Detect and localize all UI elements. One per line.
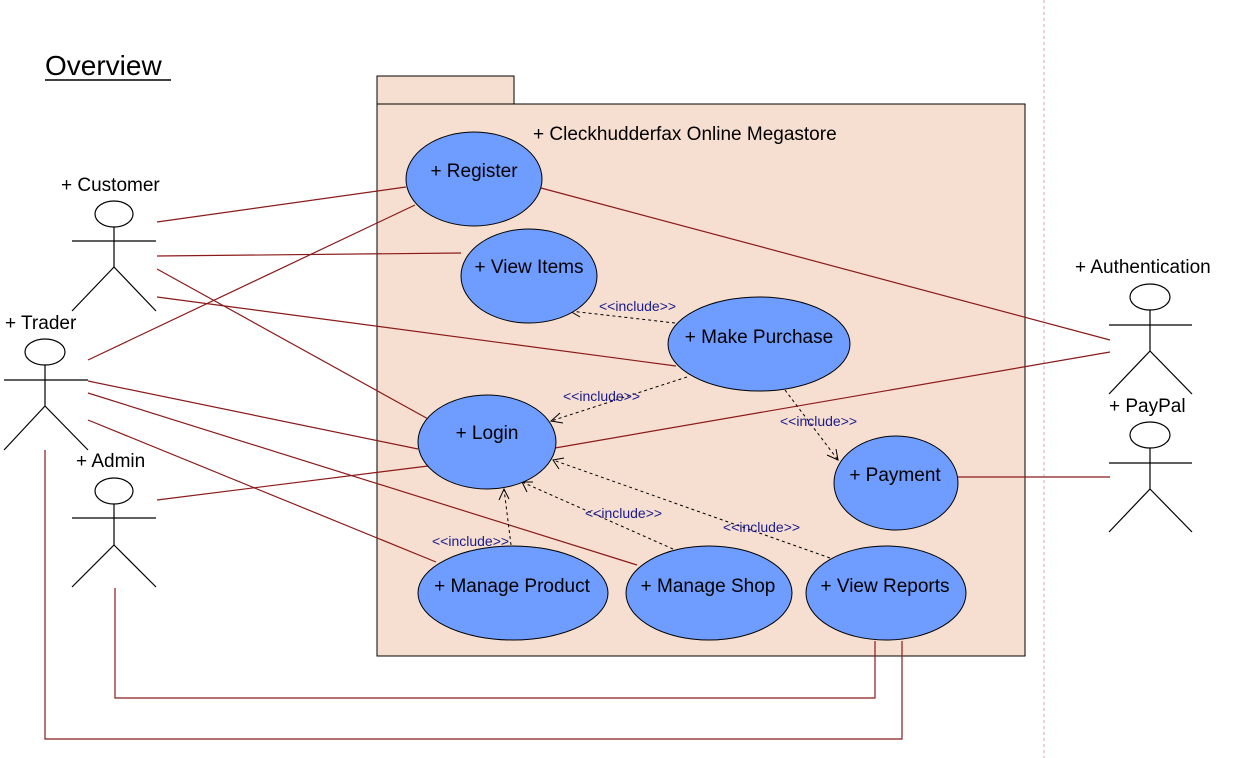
use-case-ellipse[interactable] [667, 296, 851, 392]
actor-customer[interactable]: + Customer [61, 175, 160, 312]
use-case-ellipse[interactable] [625, 545, 793, 641]
arrowhead [552, 457, 565, 470]
use-case-payment[interactable]: + Payment [833, 435, 959, 531]
use-case-label: + Payment [849, 465, 941, 486]
use-case-label: + Register [430, 161, 518, 182]
include-label: <<include>> [780, 413, 857, 429]
page-title: Overview [45, 50, 162, 81]
actor-head [1129, 283, 1171, 311]
assoc-admin-view-reports [114, 588, 876, 699]
actor-label: + Authentication [1075, 257, 1211, 278]
actor-leg-right [1149, 350, 1193, 395]
actor-leg-right [1149, 488, 1193, 533]
actor-leg-left [1108, 350, 1151, 395]
use-case-label: + Make Purchase [685, 327, 833, 348]
actor-head [94, 477, 134, 505]
actor-head [1129, 421, 1171, 449]
actor-head [94, 200, 134, 228]
use-case-register[interactable]: + Register [405, 131, 543, 227]
actor-label: + Customer [61, 175, 160, 196]
assoc-admin-login [156, 465, 429, 501]
assoc-customer-make-purchase [156, 296, 677, 367]
include-dependencies [498, 305, 839, 559]
use-case-ellipse[interactable] [417, 394, 557, 490]
include-labels: <<include>> <<include>> <<include>> <<in… [432, 298, 857, 549]
actor-leg-right [113, 544, 157, 588]
include-label: <<include>> [585, 505, 662, 521]
assoc-register-authentication [540, 187, 1111, 341]
actor-label: + PayPal [1109, 396, 1186, 417]
actor-leg-left [3, 405, 46, 451]
system-name: + Cleckhudderfax Online Megastore [533, 124, 837, 145]
assoc-trader-login [87, 380, 419, 450]
actor-leg-right [44, 405, 89, 451]
package-tab [376, 75, 515, 105]
use-case-label: + Manage Product [434, 576, 591, 597]
use-case-label: + Login [456, 423, 519, 444]
use-case-login[interactable]: + Login [417, 394, 557, 490]
actor-leg-right [113, 266, 157, 312]
actor-paypal[interactable]: + PayPal [1108, 396, 1193, 533]
assoc-customer-view-items [156, 252, 462, 257]
actor-trader[interactable]: + Trader [3, 313, 89, 451]
use-case-ellipse[interactable] [805, 545, 967, 641]
actor-label: + Admin [76, 451, 145, 472]
include-makepurchase-payment [784, 389, 839, 461]
actor-admin[interactable]: + Admin [71, 451, 157, 588]
include-label: <<include>> [563, 388, 640, 404]
actor-leg-left [1108, 488, 1151, 533]
actor-leg-left [71, 544, 115, 588]
use-case-label: + Manage Shop [641, 576, 776, 597]
assoc-trader-view-reports [44, 450, 903, 740]
arrowhead [498, 487, 510, 501]
include-label: <<include>> [723, 519, 800, 535]
use-case-ellipse[interactable] [405, 131, 543, 227]
arrowhead [549, 412, 564, 424]
use-case-label: + View Items [475, 257, 584, 278]
actor-authentication[interactable]: + Authentication [1075, 257, 1211, 395]
assoc-trader-manage-shop [87, 392, 638, 566]
assoc-customer-register [156, 186, 407, 223]
use-case-make-purchase[interactable]: + Make Purchase [667, 296, 851, 392]
actor-head [24, 338, 66, 366]
use-case-label: + View Reports [820, 576, 949, 597]
use-case-view-reports[interactable]: + View Reports [805, 545, 967, 641]
actor-leg-left [71, 266, 115, 312]
assoc-trader-register [87, 204, 416, 361]
assoc-customer-login [156, 268, 431, 421]
use-case-view-items[interactable]: + View Items [460, 228, 598, 324]
assoc-login-authentication [554, 351, 1111, 449]
include-label: <<include>> [599, 298, 676, 314]
use-case-manage-shop[interactable]: + Manage Shop [625, 545, 793, 641]
include-label: <<include>> [432, 533, 509, 549]
include-viewreports-login [552, 459, 831, 559]
use-case-manage-product[interactable]: + Manage Product [417, 545, 609, 641]
arrowhead [826, 448, 839, 461]
assoc-trader-manage-product [87, 419, 437, 563]
associations [44, 186, 1111, 740]
use-case-ellipse[interactable] [833, 435, 959, 531]
use-case-ellipse[interactable] [417, 545, 609, 641]
use-case-ellipse[interactable] [460, 228, 598, 324]
actor-label: + Trader [5, 313, 77, 334]
